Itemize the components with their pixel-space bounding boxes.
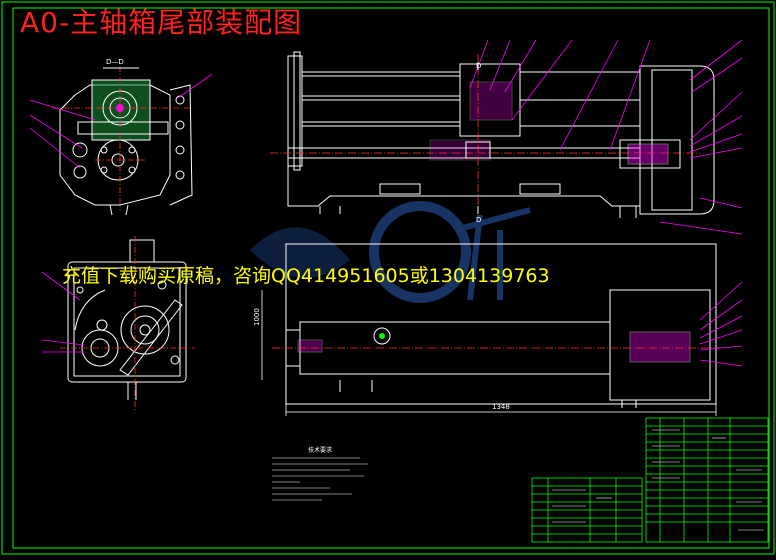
section-view-d xyxy=(59,79,193,216)
logo-icon xyxy=(250,201,531,303)
purchase-overlay-text: 充值下载购买原稿，咨询QQ414951605或1304139763 xyxy=(62,265,550,287)
plan-view-callouts xyxy=(699,281,743,367)
section-view-d-centerlines xyxy=(52,66,190,210)
main-section-callouts xyxy=(469,39,743,235)
side-view-lower xyxy=(67,239,187,400)
technical-notes xyxy=(272,457,368,501)
section-mark-d-bottom: D xyxy=(476,216,481,224)
side-view-lower-callouts xyxy=(41,271,85,353)
main-section-view xyxy=(270,51,715,218)
overall-length-label: 1348 xyxy=(492,403,510,411)
parts-list-text-lines xyxy=(552,429,764,531)
plan-view xyxy=(285,243,717,408)
side-view-lower-centerlines xyxy=(60,236,195,410)
overall-length-dimension xyxy=(285,404,717,416)
drawing-title: A0-主轴箱尾部装配图 xyxy=(20,6,303,39)
section-label: D—D xyxy=(106,58,124,66)
title-block xyxy=(645,417,769,543)
height-dimension-label: 1000 xyxy=(253,308,261,326)
section-mark-d-top: D xyxy=(476,62,481,70)
section-view-d-callouts xyxy=(29,73,213,169)
notes-heading: 技术要求 xyxy=(308,446,332,454)
parts-list xyxy=(531,477,643,543)
